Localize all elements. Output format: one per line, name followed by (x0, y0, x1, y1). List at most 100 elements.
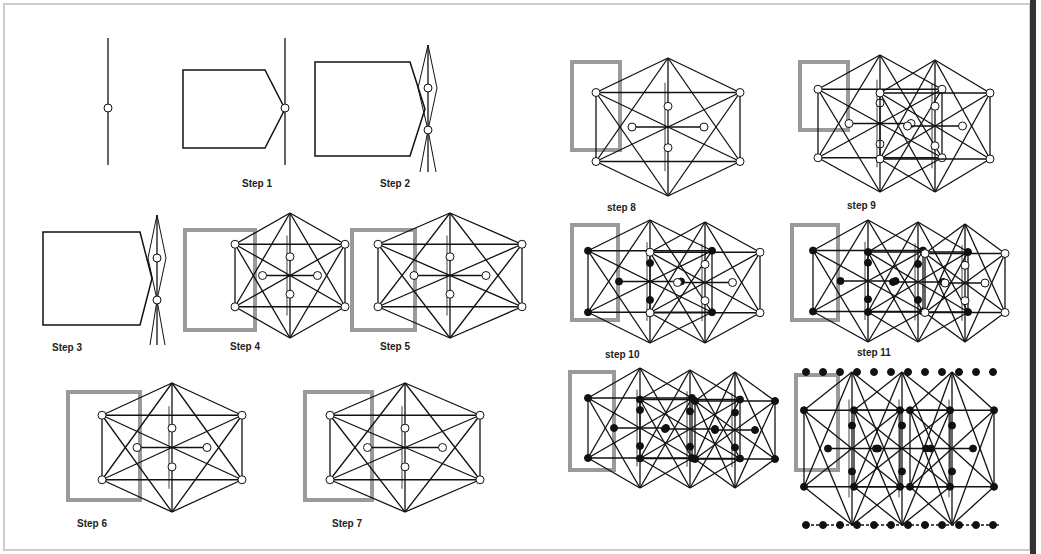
free-node (364, 444, 372, 452)
fixed-node (810, 247, 817, 254)
member-line (588, 312, 650, 343)
member-line (235, 213, 290, 244)
member-line (588, 458, 640, 488)
member-line (640, 370, 690, 400)
member-line (650, 313, 705, 343)
free-node (931, 102, 939, 110)
fixed-node (801, 407, 808, 414)
fixed-node (585, 395, 592, 402)
base-outline (68, 392, 140, 500)
member-line (739, 400, 740, 459)
free-node (921, 250, 929, 258)
member-line (774, 401, 775, 459)
member-line (715, 429, 755, 430)
fixed-node (837, 369, 844, 376)
member-line (952, 372, 994, 410)
member-line (880, 93, 990, 159)
member-line (867, 252, 868, 312)
free-node (476, 411, 484, 419)
free-node (153, 296, 161, 304)
step-label: Step 4 (228, 341, 262, 353)
free-node (701, 260, 709, 268)
free-node (646, 309, 654, 317)
fixed-node (949, 422, 956, 429)
member-line (909, 410, 910, 487)
free-node (986, 155, 994, 163)
member-line (935, 60, 990, 93)
free-node (701, 297, 709, 305)
member-line (853, 410, 854, 487)
free-node (286, 290, 294, 298)
member-line (632, 126, 704, 127)
member-line (711, 251, 712, 313)
member-line (880, 159, 935, 192)
member-line (235, 244, 345, 307)
free-node (238, 411, 246, 419)
free-node (259, 272, 267, 280)
fixed-node (871, 369, 878, 376)
fixed-node (803, 369, 810, 376)
member-line (263, 275, 318, 276)
member-line (932, 84, 933, 168)
member-line (107, 38, 108, 165)
step-label: Step 6 (75, 518, 109, 530)
member-line (705, 222, 760, 252)
member-line (952, 487, 994, 525)
member-line (640, 459, 690, 489)
fixed-node (865, 309, 872, 316)
member-line (640, 400, 740, 459)
member-line (902, 372, 950, 410)
member-line (639, 368, 640, 488)
free-node (986, 89, 994, 97)
fixed-node (928, 445, 935, 452)
free-node (410, 272, 418, 280)
fixed-node (956, 369, 963, 376)
member-line (962, 245, 963, 321)
free-node (961, 297, 969, 305)
member-line (812, 251, 813, 312)
free-node (941, 279, 949, 287)
member-line (925, 254, 1005, 313)
member-line (330, 415, 480, 480)
member-line (102, 415, 242, 480)
member-line (910, 410, 994, 487)
member-line (880, 60, 935, 93)
free-node (231, 240, 239, 248)
member-line (596, 93, 740, 162)
free-node (664, 102, 672, 110)
fixed-node (709, 247, 716, 254)
free-node (814, 154, 822, 162)
free-node (700, 123, 708, 131)
member-line (450, 307, 522, 338)
free-node (424, 84, 432, 92)
member-line (818, 158, 880, 192)
member-line (879, 55, 880, 192)
member-line (588, 251, 712, 313)
free-node (168, 424, 176, 432)
fixed-node (899, 422, 906, 429)
member-line (595, 93, 596, 162)
fixed-node (585, 247, 592, 254)
member-line (813, 312, 868, 343)
member-line (879, 93, 880, 159)
member-line (588, 398, 692, 458)
member-line (1004, 254, 1005, 313)
member-line (156, 215, 157, 345)
member-line (899, 400, 900, 498)
free-node (876, 89, 884, 97)
step-label: step 8 (605, 202, 638, 214)
member-line (102, 383, 172, 415)
free-node (845, 120, 853, 128)
member-line (922, 251, 923, 312)
fixed-node (875, 445, 882, 452)
fixed-node (712, 427, 719, 434)
free-node (238, 476, 246, 484)
member-line (910, 372, 952, 410)
free-node (326, 476, 334, 484)
member-line (931, 448, 973, 449)
member-line (945, 282, 985, 283)
member-line (828, 448, 876, 449)
member-line (102, 480, 172, 512)
free-node (424, 126, 432, 134)
fixed-node (772, 456, 779, 463)
